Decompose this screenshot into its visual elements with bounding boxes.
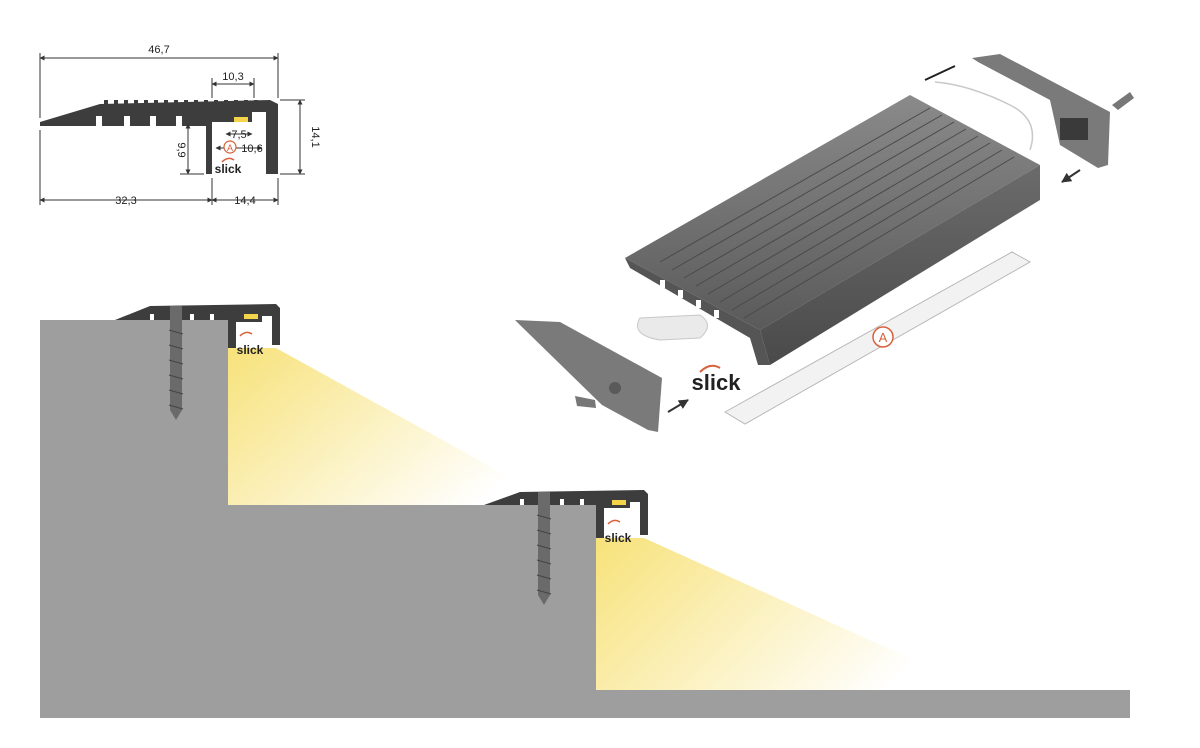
profile-front-face (760, 165, 1040, 365)
profile-end-slots (660, 280, 719, 318)
adhesive-tape (637, 314, 708, 341)
diffuser-label: A (879, 330, 888, 345)
screw-lower-thread (536, 514, 552, 595)
dim-total-width: 46,7 (148, 44, 169, 56)
brand-logo-small: slick (215, 162, 242, 176)
profile-grooves (659, 107, 1015, 319)
brand-logo-lower: slick (605, 531, 632, 545)
stairs-installation: slick slick (40, 304, 1130, 718)
diffuser-label-small: A (227, 143, 233, 153)
profile-slots (96, 116, 182, 126)
dim-channel-width: 10,6 (241, 143, 262, 155)
stair-body (40, 320, 1130, 718)
screw-lower-icon (538, 492, 550, 605)
screw-left-icon (575, 396, 596, 408)
stair-profile-lower (484, 490, 648, 538)
brand-swoosh-icon-upper (239, 331, 253, 337)
end-cap-left (515, 320, 662, 432)
diffuser-marker-small (223, 140, 237, 154)
technical-drawing: 46,7 10,3 14,1 9,9 32,3 14,4 7,5 10,6 A … (39, 44, 321, 207)
brand-swoosh-icon (221, 157, 235, 163)
led-strip-lower (612, 500, 626, 505)
brand-swoosh-icon-lower (607, 519, 621, 525)
profile-ribs (104, 100, 258, 105)
light-beam-upper (228, 348, 560, 505)
dim-top-width: 10,3 (222, 71, 243, 83)
end-cap-left-hole (609, 382, 621, 394)
cable (934, 81, 1034, 151)
light-beam-lower (596, 538, 980, 690)
dim-height: 14,1 (309, 126, 321, 147)
dim-bottom-right: 14,4 (234, 195, 255, 207)
end-cap-right-clip (1060, 118, 1088, 140)
exploded-view: A (515, 54, 1134, 432)
screw-right-icon (1112, 92, 1134, 110)
brand-swoosh-icon-large (699, 364, 721, 373)
screw-upper-thread (168, 329, 184, 410)
diffuser-marker (872, 326, 894, 348)
dim-led-width: 7,5 (231, 129, 246, 141)
led-strip (234, 117, 248, 122)
dim-inner-height: 9,9 (175, 142, 187, 157)
led-strip-upper (244, 314, 258, 319)
dim-bottom-left: 32,3 (115, 195, 136, 207)
stair-profile-upper (115, 304, 280, 348)
brand-logo-upper: slick (237, 343, 264, 357)
profile-top-face (625, 95, 1040, 330)
cable-end (924, 65, 956, 81)
brand-logo-large: slick (692, 370, 742, 395)
